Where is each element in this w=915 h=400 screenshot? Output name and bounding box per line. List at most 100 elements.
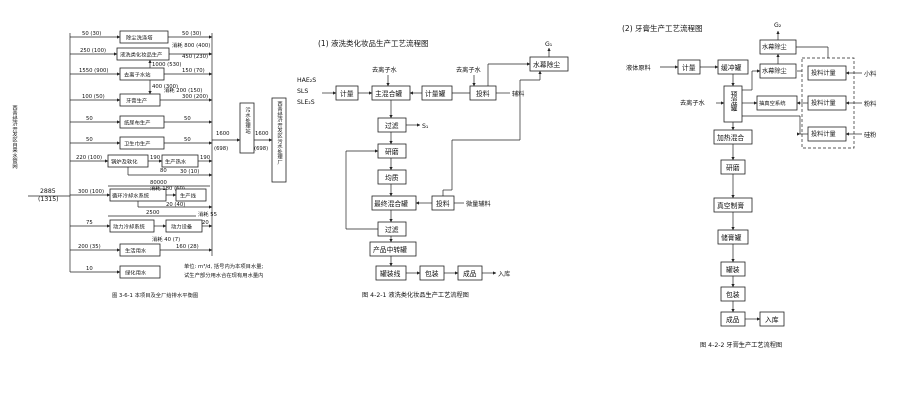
storage-label: 入库 xyxy=(498,270,510,278)
box-label: 投料 xyxy=(476,89,490,98)
flow-label: 消耗 180 (60) xyxy=(150,184,185,192)
box-label: 卫生巾生产 xyxy=(124,140,151,148)
unit-note: 试生产部分用水合在现有用水量内 xyxy=(184,271,263,279)
row-domestic: 消耗 40 (7) 200 (35) 生活用水 160 (28) xyxy=(70,235,213,257)
row-green: 10 绿化用水 xyxy=(70,265,161,279)
flow-label: 80000 xyxy=(150,180,167,186)
box-label: 生活用水 xyxy=(125,247,147,255)
water-source-label: 西青经济开发区自来水管网 xyxy=(11,105,18,170)
box-label: 锅炉及软化 xyxy=(111,158,138,166)
flow-label: 2500 xyxy=(146,210,160,216)
box-label: 生产线 xyxy=(180,192,197,200)
micro-aux-label: 微量辅料 xyxy=(466,200,491,208)
box-label: 污水处理站 xyxy=(244,106,251,135)
box-label: 抽真空系统 xyxy=(759,99,786,107)
box-label: 包装 xyxy=(425,269,439,278)
row-power: 2500 消耗 55 75 动力冷却系统 动力设备 20 xyxy=(70,210,217,233)
aux-label: 辅料 xyxy=(512,90,524,98)
flow-label: 400 (300) xyxy=(152,84,178,90)
box-label: 循环冷却水系统 xyxy=(112,192,150,200)
box-label: 罐装 xyxy=(726,265,740,274)
box-label: 水幕除尘 xyxy=(533,60,560,69)
box-label: 罐装线 xyxy=(380,269,401,278)
box-label: 动力冷却系统 xyxy=(113,223,145,231)
powder-label: 粉料 xyxy=(864,100,876,108)
flow-label: 50 xyxy=(86,116,93,122)
box-label: 主混合罐 xyxy=(375,89,402,98)
small-label: 小料 xyxy=(864,70,876,78)
row-dust: 50 (30) 除尘洗涤塔 50 (30) xyxy=(70,30,213,44)
diagram1-caption: 图 3-6-1 本项目及全厂给排水平衡图 xyxy=(112,291,198,299)
flow-label: 10 xyxy=(86,266,93,272)
box-label: 投料 xyxy=(436,199,450,208)
flow-label: 190 xyxy=(200,155,211,161)
flow-label: 250 (100) xyxy=(80,48,106,54)
box-label: 过滤 xyxy=(385,225,399,234)
box-label: 绿化用水 xyxy=(125,269,147,277)
box-label: 成品 xyxy=(463,269,477,278)
flow-label: 100 (50) xyxy=(82,94,105,100)
flow-label: 消耗 40 (7) xyxy=(152,235,180,243)
row-boiler: 220 (100) 锅炉及软化 190 生产热水 190 80 30 (10) xyxy=(70,154,213,177)
box-label: 研磨 xyxy=(385,147,399,156)
box-label: 投料计量 xyxy=(811,69,836,77)
flow-label: 50 (30) xyxy=(182,31,201,37)
input-label: SLE₂S xyxy=(297,99,315,106)
silica-label: 硅粉 xyxy=(864,131,876,139)
flow-label: 消耗 55 xyxy=(198,210,217,218)
s1-label: S₁ xyxy=(422,123,429,130)
box-label: 缓冲罐 xyxy=(721,63,742,72)
box-label: 入库 xyxy=(765,315,779,324)
flow-label: 20 xyxy=(202,220,209,226)
g1-label: G₁ xyxy=(545,41,553,48)
row-toothpaste: 100 (50) 牙膏生产 400 (300) 消耗 200 (150) 300… xyxy=(70,80,213,107)
flow-label: 220 (100) xyxy=(76,155,102,161)
flow-label: (698) xyxy=(254,146,268,152)
g2-label: G₂ xyxy=(774,22,782,29)
flow-label: 1600 xyxy=(216,131,230,137)
flow-label: 1550 (900) xyxy=(79,68,108,74)
source-flow: 2885 xyxy=(40,188,56,195)
box-label: 研磨 xyxy=(726,163,740,172)
box-label: 生产热水 xyxy=(165,158,187,166)
row-liquid: 250 (100) 液洗类化妆品生产 消耗 800 (400) 450 (230… xyxy=(70,41,213,61)
water-label: 去离子水 xyxy=(680,99,706,107)
water-balance-diagram: 西青经济开发区自来水管网 2885 (1315) 50 (30) 除尘洗涤塔 5… xyxy=(11,30,287,299)
flow-label: 1000 (530) xyxy=(152,62,181,68)
box-label: 投料计量 xyxy=(811,130,836,138)
water-label: 去离子水 xyxy=(372,66,398,74)
flow-label: 450 (230) xyxy=(182,54,208,60)
water-label: 去离子水 xyxy=(456,66,482,74)
box-label: 包装 xyxy=(726,290,740,299)
flow-label: 300 (200) xyxy=(182,94,208,100)
box-label: 加热混合 xyxy=(717,133,744,142)
storage-box xyxy=(759,311,785,327)
flow-label: 1600 xyxy=(255,131,269,137)
box-label: 水幕除尘 xyxy=(762,43,787,51)
row-sanitary: 50 卫生巾生产 50 xyxy=(70,136,213,150)
row-circulating: 80000 300 (100) 循环冷却水系统 消耗 180 (60) 生产线 … xyxy=(70,180,213,209)
diagram3-caption: 图 4-2-2 牙膏生产工艺流程图 xyxy=(700,341,782,349)
toothpaste-process-diagram: (2) 牙膏生产工艺流程图 液体原料 计量 缓冲罐 去离子水 预混罐 抽真空系统… xyxy=(622,22,876,349)
homogenize-box xyxy=(377,169,407,185)
box-label: 计量 xyxy=(340,89,354,98)
box-label: 产品中转罐 xyxy=(373,245,407,254)
flow-label: 20 (40) xyxy=(166,202,185,208)
diagram2-title: (1) 液洗类化妆品生产工艺流程图 xyxy=(318,38,429,48)
flow-label: 160 (28) xyxy=(176,244,199,250)
box-label: 计量 xyxy=(682,63,696,72)
box-label: 预混罐 xyxy=(729,90,737,113)
flow-label: 50 xyxy=(86,137,93,143)
box-label: 动力设备 xyxy=(171,223,193,231)
box-label: 西青经济开发区污水处理厂 xyxy=(276,101,283,166)
flow-label: 消耗 800 (400) xyxy=(172,41,210,49)
flow-label: 消耗 200 (150) xyxy=(164,86,202,94)
box-label: 投料计量 xyxy=(811,99,836,107)
sewage-plant-box xyxy=(271,97,287,183)
row-tissue: 50 纸尿布生产 50 xyxy=(70,115,213,129)
flow-label: 50 (30) xyxy=(82,31,101,37)
box-label: 去离子水站 xyxy=(124,71,151,79)
flow-label: 30 (10) xyxy=(180,169,199,175)
flow-label: 50 xyxy=(184,137,191,143)
